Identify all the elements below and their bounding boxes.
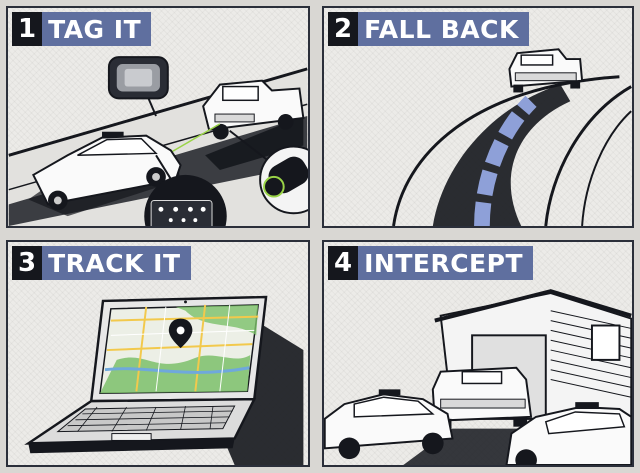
webcam-icon: [184, 300, 187, 304]
keyboard: [67, 405, 233, 432]
panel-title-track-it: 3 TRACK IT: [12, 246, 191, 280]
step-number: 3: [12, 246, 43, 280]
panel-title-tag-it: 1 TAG IT: [12, 12, 152, 46]
step-number: 2: [328, 12, 359, 46]
step-label: FALL BACK: [358, 12, 529, 46]
step-number: 4: [328, 246, 359, 280]
panel-fall-back: 2 FALL BACK: [322, 6, 634, 228]
panel-track-it: 3 TRACK IT: [6, 240, 310, 467]
gps-tag-device-callout: [107, 56, 169, 100]
panel-title-fall-back: 2 FALL BACK: [328, 12, 529, 46]
laptop: [24, 295, 268, 454]
police-car-right: [505, 402, 632, 465]
tracking-map: [100, 304, 259, 394]
pickup-truck: [202, 79, 305, 140]
fall-back-illustration: [392, 48, 632, 226]
trackpad: [111, 433, 152, 441]
step-number: 1: [12, 12, 43, 46]
track-it-illustration: [24, 295, 304, 465]
intercept-illustration: [324, 289, 632, 465]
pickup-truck-far: [508, 48, 584, 93]
panel-tag-it: 1 TAG IT: [6, 6, 310, 228]
panel-title-intercept: 4 INTERCEPT: [328, 246, 534, 280]
laser-beam: [165, 123, 221, 156]
tracking-path: [474, 95, 537, 226]
police-car-left: [324, 389, 454, 460]
police-car: [28, 131, 182, 217]
window: [590, 324, 621, 361]
tag-it-illustration: [8, 56, 308, 226]
step-label: TRACK IT: [42, 246, 191, 280]
location-pin-icon: [168, 318, 193, 349]
step-label: TAG IT: [42, 12, 152, 46]
panel-intercept: 4 INTERCEPT: [322, 240, 634, 467]
remote-control-callout: [150, 199, 213, 226]
launcher-callout: [259, 145, 308, 215]
step-label: INTERCEPT: [358, 246, 534, 280]
